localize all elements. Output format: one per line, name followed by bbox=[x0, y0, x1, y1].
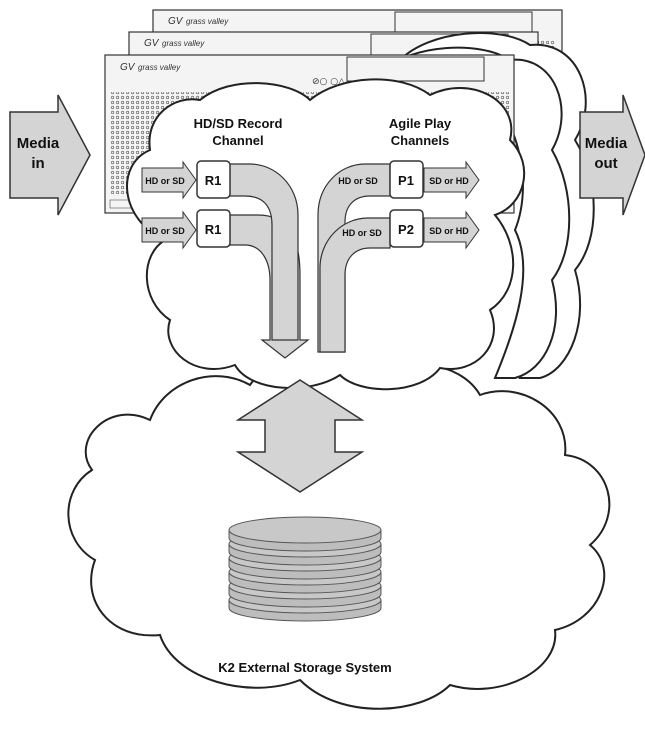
disk-stack-icon bbox=[228, 516, 382, 622]
record-input-arrow-2: HD or SD bbox=[141, 210, 197, 250]
record-channel-box-2: R1 bbox=[196, 209, 231, 248]
brand-name-back: grass valley bbox=[186, 17, 229, 26]
media-in-label-line1: Media bbox=[17, 135, 60, 152]
media-in-arrow: Media in bbox=[9, 94, 91, 216]
record-input-label-2: HD or SD bbox=[145, 226, 185, 236]
media-out-label-line1: Media bbox=[585, 135, 628, 152]
disk-platter-top bbox=[228, 516, 382, 544]
media-out-arrow: Media out bbox=[579, 94, 645, 216]
record-channel-label-2: R1 bbox=[205, 222, 222, 237]
play-channel-box-1: P1 bbox=[389, 160, 424, 199]
play-input-label-1: HD or SD bbox=[338, 176, 378, 186]
play-output-label-2: SD or HD bbox=[429, 226, 469, 236]
play-title-line2: Channels bbox=[391, 133, 450, 148]
record-flow-arrow-1 bbox=[227, 163, 299, 341]
play-input-label-2: HD or SD bbox=[342, 228, 382, 238]
play-channel-label-1: P1 bbox=[398, 173, 414, 188]
play-channel-box-2: P2 bbox=[389, 209, 424, 248]
brand-name-middle: grass valley bbox=[162, 39, 205, 48]
media-out-label-line2: out bbox=[594, 155, 617, 172]
brand-name-front: grass valley bbox=[138, 63, 181, 72]
record-channel-box-1: R1 bbox=[196, 160, 231, 199]
play-title-line1: Agile Play bbox=[389, 116, 452, 131]
chassis-indicators: ⊘○ ○△ bbox=[312, 77, 345, 87]
play-output-arrow-2: SD or HD bbox=[423, 210, 480, 250]
play-output-arrow-1: SD or HD bbox=[423, 160, 480, 200]
storage-bidirectional-arrow bbox=[235, 379, 365, 493]
media-in-label-line2: in bbox=[31, 155, 44, 172]
brand-logo-front: GV bbox=[120, 62, 136, 73]
play-output-label-1: SD or HD bbox=[429, 176, 469, 186]
record-input-label-1: HD or SD bbox=[145, 176, 185, 186]
record-input-arrow-1: HD or SD bbox=[141, 160, 197, 200]
record-channel-label-1: R1 bbox=[205, 173, 222, 188]
storage-label: K2 External Storage System bbox=[218, 660, 391, 675]
play-channel-label-2: P2 bbox=[398, 222, 414, 237]
record-title-line2: Channel bbox=[212, 133, 263, 148]
play-flow-arrow-2 bbox=[319, 217, 391, 353]
record-title-line1: HD/SD Record bbox=[194, 116, 283, 131]
brand-logo-middle: GV bbox=[144, 38, 160, 49]
brand-logo-back: GV bbox=[168, 16, 184, 27]
